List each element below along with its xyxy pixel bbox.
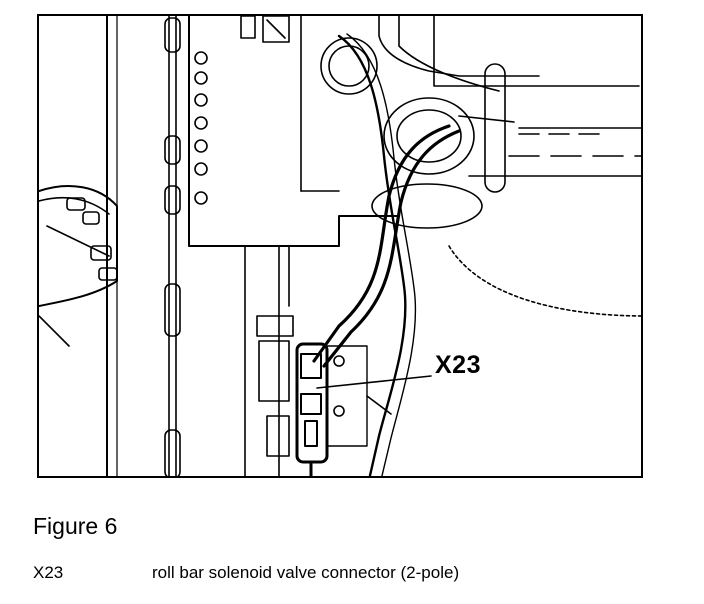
figure-caption: Figure 6 [33,513,118,539]
figure-illustration [37,14,643,478]
callout-label-x23: X23 [435,351,481,379]
legend-code: X23 [33,563,64,582]
legend-description: roll bar solenoid valve connector (2-pol… [152,563,460,582]
line-drawing [39,16,641,476]
